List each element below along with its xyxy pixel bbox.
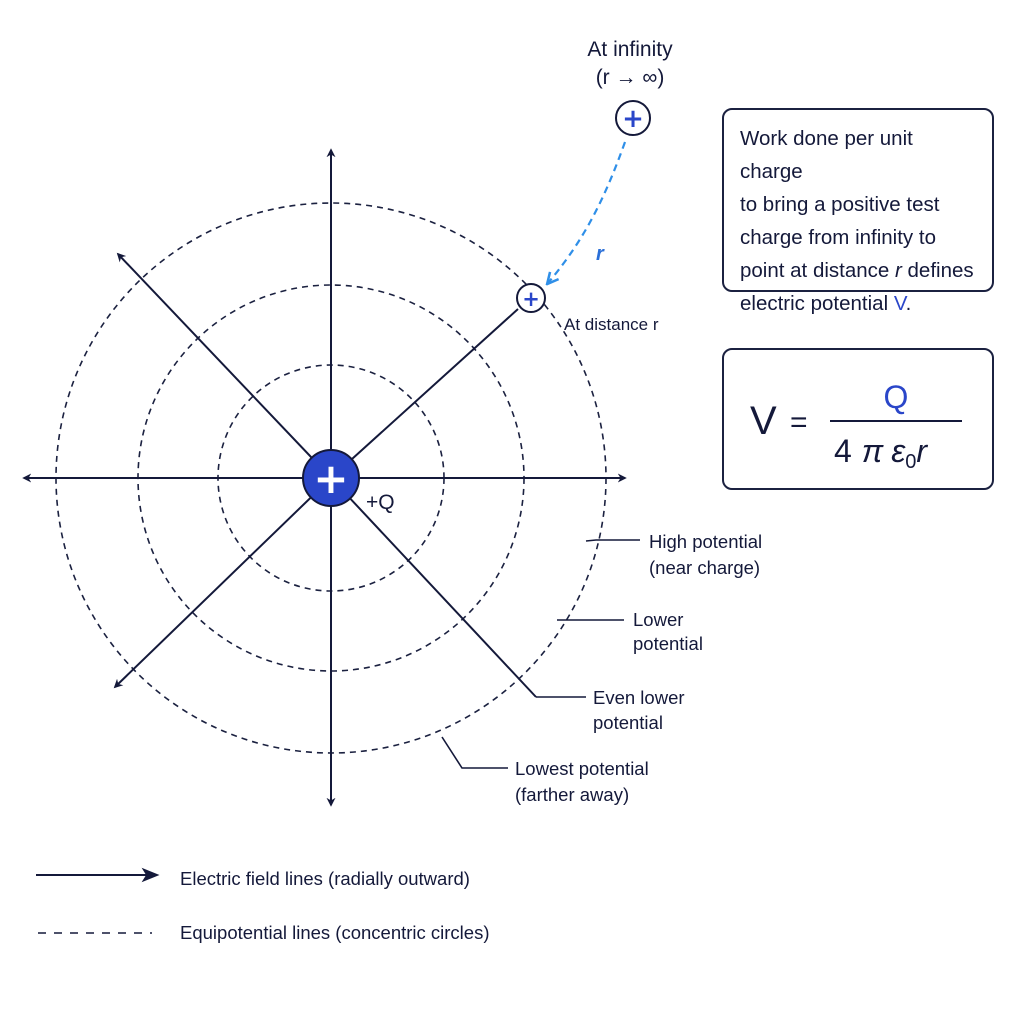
source-charge-label: +Q xyxy=(366,491,395,514)
legend: Electric field lines (radially outward) … xyxy=(36,867,490,943)
high-potential-label: High potential xyxy=(649,531,762,552)
definition-line-3: charge from infinity to xyxy=(740,226,936,249)
even-lower-potential-sublabel: potential xyxy=(593,712,663,733)
test-charge-at-infinity: + xyxy=(615,100,651,136)
lower-potential-sublabel: potential xyxy=(633,633,703,654)
work-path-from-infinity xyxy=(548,141,627,283)
leader-lowest-potential xyxy=(441,736,508,769)
formula-denom-subscript: 0 xyxy=(905,451,916,473)
distance-label: At distance r xyxy=(564,315,659,334)
test-charge-infinity-symbol: + xyxy=(622,104,644,134)
lower-potential-label: Lower xyxy=(633,609,683,630)
formula-lhs: V xyxy=(750,399,777,443)
field-line-lower-right xyxy=(330,477,537,698)
formula-numerator: Q xyxy=(884,379,909,415)
formula-equals: = xyxy=(790,406,808,439)
definition-text: Work done per unit charge to bring a pos… xyxy=(740,122,980,320)
test-charge-at-distance: + xyxy=(516,283,546,313)
legend-field-lines-label: Electric field lines (radially outward) xyxy=(180,868,470,889)
lowest-potential-label: Lowest potential xyxy=(515,758,649,779)
definition-line-5-suffix: . xyxy=(905,292,912,315)
legend-equipotential-label: Equipotential lines (concentric circles) xyxy=(180,922,490,943)
electric-field-lines xyxy=(22,148,627,807)
definition-box: Work done per unit charge to bring a pos… xyxy=(722,108,994,315)
source-charge-symbol: + xyxy=(313,454,348,503)
infinity-limit-label: (r → ∞) xyxy=(596,66,665,89)
even-lower-potential-label: Even lower xyxy=(593,687,685,708)
field-line-upper-left xyxy=(116,252,332,479)
definition-line-4-prefix: point at distance xyxy=(740,259,895,282)
source-charge: + xyxy=(302,449,360,507)
leader-high-potential xyxy=(585,539,640,542)
formula-denom-epsilon: ε xyxy=(891,433,906,469)
definition-line-2: to bring a positive test xyxy=(740,193,940,216)
field-line-upper-right xyxy=(330,308,519,479)
definition-line-4-var: r xyxy=(895,259,902,282)
high-potential-sublabel: (near charge) xyxy=(649,557,760,578)
formula-denom-four: 4 xyxy=(834,433,852,469)
definition-line-5-prefix: electric potential xyxy=(740,292,894,315)
path-r-label: r xyxy=(596,243,605,265)
field-line-lower-left xyxy=(113,477,332,689)
formula-denom-pi: π xyxy=(862,433,884,469)
potential-leader-lines xyxy=(441,539,640,769)
test-charge-distance-symbol: + xyxy=(522,287,540,311)
infinity-label: At infinity xyxy=(587,38,673,61)
definition-line-4-suffix: defines xyxy=(901,259,974,282)
formula-denom-r: r xyxy=(916,433,928,469)
lowest-potential-sublabel: (farther away) xyxy=(515,784,629,805)
definition-line-5-var: V xyxy=(893,292,906,315)
definition-line-1: Work done per unit charge xyxy=(740,127,913,183)
